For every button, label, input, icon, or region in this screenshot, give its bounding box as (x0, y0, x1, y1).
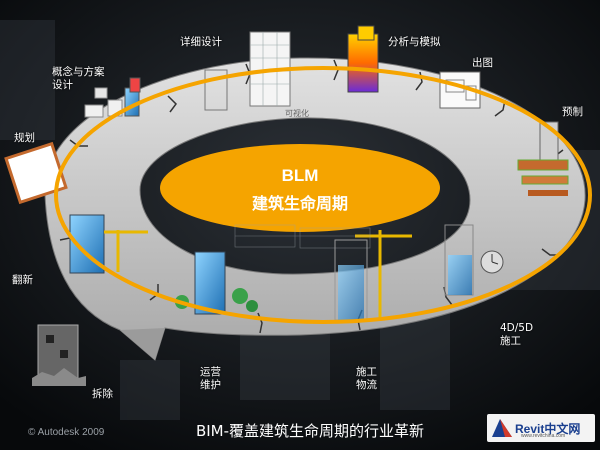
brand-wordmark: Revit中文网 (515, 422, 581, 436)
stage-planning: 规划 (14, 132, 35, 145)
stage-drawing: 出图 (472, 57, 493, 70)
stage-label-line: 翻新 (12, 274, 33, 286)
stage-label-line: 维护 (200, 379, 221, 391)
construction-site (444, 224, 504, 296)
brand-r-icon (492, 419, 512, 437)
stage-label-line: 出图 (472, 57, 493, 69)
center-title: BLM (281, 166, 319, 185)
stage-4d5d-construction: 4D/5D 施工 (500, 322, 533, 348)
analysis-building (347, 25, 379, 93)
stage-label-line: 物流 (356, 379, 377, 391)
stage-concept: 概念与方案 设计 (52, 66, 105, 92)
stage-operations: 运营 维护 (200, 366, 221, 392)
demolition-ruin (32, 324, 86, 386)
slide-caption: BIM-覆盖建筑生命周期的行业革新 (195, 422, 425, 440)
stage-label-line: 施工 (356, 366, 377, 378)
center-sketch (234, 224, 371, 249)
stage-label-line: 详细设计 (180, 36, 222, 48)
stage-label-line: 概念与方案 (52, 66, 105, 78)
center-ellipse (160, 144, 440, 232)
brand-url: www.revitchina.com (521, 433, 566, 439)
stage-label-line: 拆除 (92, 388, 113, 400)
stage-analysis: 分析与模拟 (388, 36, 441, 49)
stage-label-line: 运营 (200, 366, 221, 378)
stage-demolition: 拆除 (92, 388, 113, 401)
planning-document (4, 141, 68, 205)
stage-prefab: 预制 (562, 106, 583, 119)
stage-detail: 详细设计 (180, 36, 222, 49)
operations-building (175, 251, 258, 315)
stage-logistics: 施工 物流 (356, 366, 377, 392)
crane-site (334, 230, 412, 321)
stage-label-line: 设计 (52, 79, 73, 91)
copyright-notice: © Autodesk 2009 (28, 427, 105, 438)
stage-label-line: 施工 (500, 335, 521, 347)
stage-label-line: 预制 (562, 106, 583, 118)
stage-renovation: 翻新 (12, 274, 33, 287)
brand-logo: Revit中文网 www.revitchina.com (487, 414, 595, 442)
stage-label-line: 分析与模拟 (388, 36, 441, 48)
stage-label-line: 规划 (14, 132, 35, 144)
center-subtitle: 建筑生命周期 (251, 194, 348, 213)
stage-label-line: 4D/5D (500, 322, 534, 334)
orange-ellipse-outline (54, 66, 592, 324)
ring-arrow-tail (120, 328, 165, 360)
ring-note: 可视化 (285, 109, 309, 118)
